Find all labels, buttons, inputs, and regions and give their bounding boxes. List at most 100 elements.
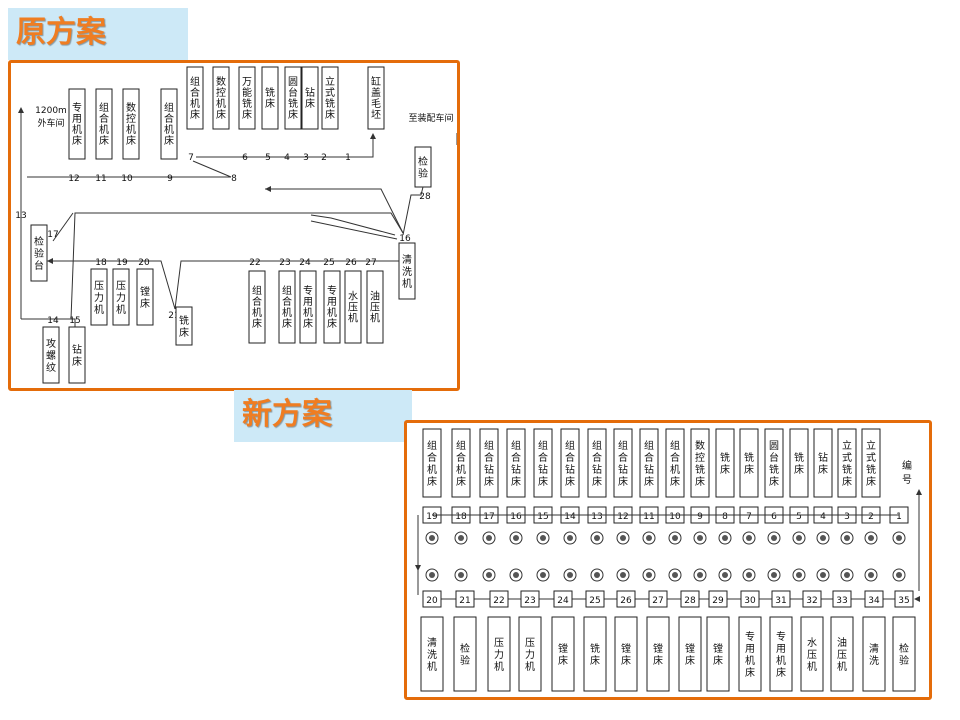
node-label: 14 (47, 316, 59, 326)
svg-text:洗: 洗 (869, 655, 879, 667)
svg-text:床: 床 (72, 134, 82, 147)
svg-text:机: 机 (126, 123, 136, 136)
station-number: 34 (868, 596, 880, 606)
svg-text:铣: 铣 (794, 451, 804, 464)
svg-text:铣: 铣 (720, 451, 730, 464)
svg-text:合: 合 (252, 295, 262, 308)
press-machine: 压力机 (112, 268, 130, 326)
worker-icon-dot (896, 572, 902, 578)
node-label: 21 (168, 311, 179, 321)
flow-row3 (47, 260, 401, 310)
svg-text:机: 机 (427, 660, 437, 673)
svg-text:铣: 铣 (769, 463, 779, 476)
station-number-box (422, 590, 442, 608)
svg-text:检: 检 (418, 155, 428, 168)
station-number-box (740, 590, 760, 608)
svg-text:数: 数 (126, 101, 136, 114)
worker-icon-dot (672, 535, 678, 541)
svg-text:床: 床 (72, 355, 82, 368)
station-number-box (616, 590, 636, 608)
svg-text:合: 合 (190, 86, 200, 99)
svg-text:床: 床 (427, 475, 437, 488)
worker-icon-dot (646, 535, 652, 541)
node-label: 28 (419, 192, 431, 202)
arrow-head (415, 565, 421, 571)
svg-text:床: 床 (769, 475, 779, 488)
svg-text:床: 床 (456, 475, 466, 488)
svg-text:钻: 钻 (305, 86, 315, 99)
svg-text:组: 组 (565, 439, 575, 452)
station-number: 23 (524, 596, 535, 606)
station-number: 13 (591, 512, 602, 522)
svg-text:铣: 铣 (179, 314, 189, 327)
bottom-machine: 水压机 (344, 270, 362, 344)
worker-icon-dot (620, 535, 626, 541)
svg-text:床: 床 (538, 475, 548, 488)
worker-icon-dot (540, 535, 546, 541)
svg-text:床: 床 (745, 666, 755, 679)
svg-text:用: 用 (327, 297, 337, 308)
svg-text:坯: 坯 (371, 109, 381, 121)
svg-text:床: 床 (618, 475, 628, 488)
svg-text:组: 组 (252, 284, 262, 297)
svg-text:床: 床 (685, 654, 695, 667)
svg-text:钻: 钻 (618, 463, 628, 476)
svg-text:床: 床 (305, 97, 315, 110)
flow-14-15 (21, 318, 76, 327)
svg-text:床: 床 (282, 317, 292, 330)
svg-text:合: 合 (99, 112, 109, 125)
svg-text:组: 组 (427, 439, 437, 452)
svg-text:控: 控 (126, 112, 136, 125)
svg-text:洗: 洗 (402, 266, 412, 278)
node-label: 22 (249, 258, 260, 268)
svg-text:机: 机 (72, 123, 82, 136)
svg-text:压: 压 (94, 280, 104, 292)
station-number-box (680, 590, 700, 608)
worker-icon-dot (722, 535, 728, 541)
station-number: 25 (589, 596, 600, 606)
svg-text:组: 组 (99, 101, 109, 114)
node-label: 3 (303, 153, 309, 163)
svg-text:组: 组 (670, 439, 680, 452)
station-number-box (585, 590, 605, 608)
svg-text:机: 机 (494, 660, 504, 673)
worker-icon-dot (594, 535, 600, 541)
svg-text:力: 力 (94, 291, 104, 304)
worker-icon-dot (672, 572, 678, 578)
worker-icon-dot (896, 535, 902, 541)
station-number-box (832, 590, 852, 608)
svg-text:机: 机 (370, 312, 380, 325)
drill-machine: 钻床 (68, 326, 86, 384)
svg-text:用: 用 (303, 297, 313, 308)
node-label: 2 (321, 153, 327, 163)
worker-icon-dot (567, 572, 573, 578)
svg-text:式: 式 (866, 451, 876, 464)
svg-text:机: 机 (525, 660, 535, 673)
station-number-box (894, 590, 914, 608)
svg-text:组: 组 (618, 439, 628, 452)
svg-text:床: 床 (190, 108, 200, 121)
bottom-machine: 检验 (892, 616, 916, 692)
svg-text:镗: 镗 (621, 642, 631, 655)
node-label: 23 (279, 258, 290, 268)
svg-text:专: 专 (72, 101, 82, 114)
svg-text:组: 组 (484, 439, 494, 452)
svg-text:台: 台 (288, 86, 298, 99)
old-plan-diagram: 组合机床数控机床万能铣床铣床圆台铣床钻床立式铣床缸盖毛坯专用机床组合机床数控机床… (15, 66, 457, 384)
svg-text:床: 床 (720, 463, 730, 476)
station-number: 24 (557, 596, 569, 606)
svg-text:床: 床 (484, 475, 494, 488)
svg-text:压: 压 (525, 637, 535, 649)
svg-text:组: 组 (511, 439, 521, 452)
